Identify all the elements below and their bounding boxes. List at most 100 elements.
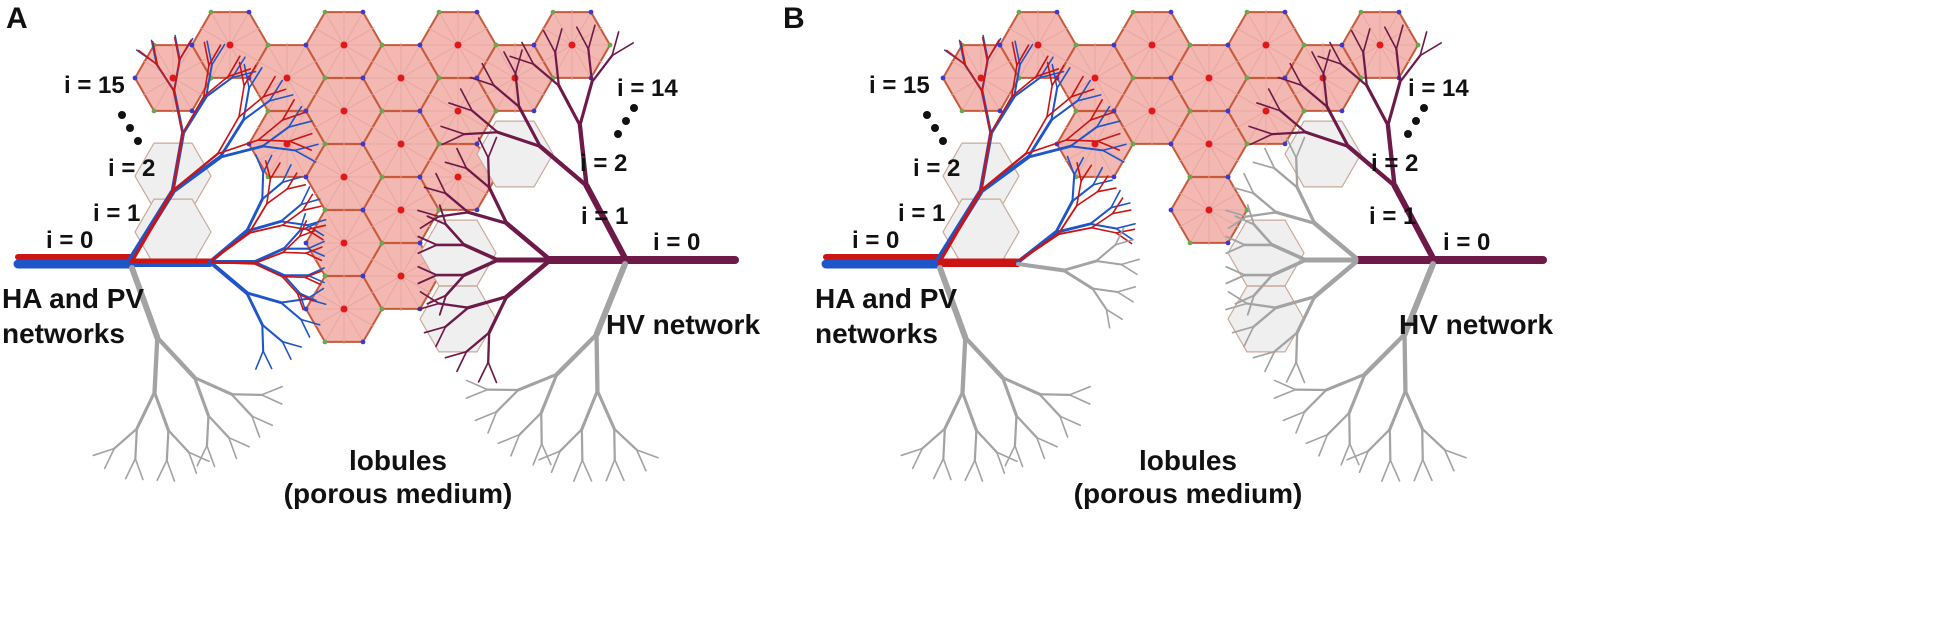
inactive-branch [1001, 376, 1042, 396]
inactive-branch [943, 390, 965, 431]
hv-branch [459, 88, 474, 112]
sinusoid-line [1235, 93, 1267, 112]
sinusoid-line [980, 60, 1012, 79]
ha-branch [298, 220, 308, 238]
hv-branch [1340, 63, 1368, 87]
hv-branch [435, 172, 447, 195]
hv-branch [1243, 172, 1255, 195]
ha-branch [981, 59, 989, 93]
inactive-branch [1068, 385, 1091, 396]
portal-node [189, 108, 195, 114]
ha-branch [1010, 64, 1018, 98]
pv-branch [252, 247, 286, 264]
panel-a-right-network: HV network [606, 309, 760, 340]
ha-branch [981, 36, 989, 62]
sinusoid-line [1037, 14, 1056, 46]
portal-node [1339, 108, 1345, 114]
sinusoid-line [541, 27, 573, 46]
inactive-branch [260, 385, 283, 396]
sinusoid-line [457, 110, 476, 142]
hv-branch [1295, 331, 1299, 364]
sinusoid-line [1191, 143, 1210, 175]
pv-branch [1069, 145, 1104, 152]
pv-branch [242, 87, 251, 122]
hv-branch [487, 156, 491, 189]
ha-branch [1090, 226, 1117, 234]
hv-branch [463, 131, 499, 136]
portal-node [132, 75, 138, 81]
ellipsis-dot [1404, 130, 1412, 138]
sinusoid-line [440, 14, 459, 46]
portal-node [417, 174, 423, 180]
sinusoid-line [383, 47, 402, 79]
ha-branch [1096, 187, 1117, 193]
sinusoid-line [1134, 110, 1153, 142]
hv-branch [448, 102, 474, 112]
portal-node [1111, 174, 1117, 180]
portal-node [1415, 42, 1421, 48]
pv-branch [1050, 87, 1059, 122]
pv-branch [1101, 149, 1125, 163]
hv-branch [1227, 215, 1248, 229]
hv-branch [437, 302, 470, 309]
pv-branch [261, 323, 265, 353]
ha-branch [964, 63, 983, 93]
hv-branch [1264, 147, 1276, 170]
sinusoid-line [343, 80, 362, 112]
portal-node [265, 108, 271, 114]
sinusoid-line [1134, 44, 1153, 76]
sinusoid-line [1379, 44, 1411, 63]
inactive-branch [155, 335, 197, 380]
portal-node [360, 141, 366, 147]
ha-branch [227, 68, 252, 78]
inactive-branch [1347, 372, 1367, 415]
ha-branch [262, 75, 276, 98]
sinusoid-line [269, 47, 288, 79]
sinusoid-line [343, 27, 375, 46]
hv-branch [1231, 325, 1255, 334]
panel-b-left-i0: i = 0 [852, 227, 899, 254]
sinusoid-line [286, 60, 318, 79]
sinusoid-line [326, 110, 345, 142]
ha-branch [1089, 111, 1114, 121]
inactive-branch [510, 433, 521, 457]
sinusoid-line [383, 179, 402, 211]
panel-b-left-i2: i = 2 [913, 155, 960, 182]
inactive-branch [1305, 433, 1329, 445]
sinusoid-line [1151, 93, 1183, 112]
pv-branch [1089, 206, 1113, 225]
hv-branch [532, 63, 560, 87]
portal-node [1301, 42, 1307, 48]
inactive-branch [613, 427, 638, 451]
portal-node [151, 108, 157, 114]
inactive-branch [581, 459, 593, 482]
ellipsis-dot [1412, 117, 1420, 125]
sinusoid-line [172, 47, 191, 79]
inactive-branch [1036, 436, 1046, 460]
inactive-branch [474, 410, 498, 422]
sinusoid-line [343, 291, 375, 310]
hv-branch [542, 30, 557, 54]
sinusoid-line [370, 126, 402, 145]
inactive-branch [995, 451, 1006, 474]
panel-a-lobules-layer [132, 9, 613, 353]
hv-branch [419, 291, 440, 305]
pv-branch [307, 240, 325, 250]
sinusoid-line [980, 47, 999, 79]
hv-branch [1398, 54, 1422, 84]
ha-branch [202, 75, 229, 98]
ellipsis-dot [923, 111, 931, 119]
inactive-branch [206, 444, 216, 468]
hv-branch [417, 209, 440, 218]
inactive-branch [1114, 238, 1135, 246]
hv-branch [1243, 325, 1255, 348]
inactive-branch [1091, 287, 1119, 294]
ha-branch [281, 111, 306, 121]
portal-node [360, 339, 366, 345]
sinusoid-line [1265, 80, 1284, 112]
ha-branch [132, 188, 175, 260]
inactive-branch [134, 427, 138, 460]
hv-branch [590, 54, 614, 84]
portal-node [322, 141, 328, 147]
portal-node [436, 75, 442, 81]
